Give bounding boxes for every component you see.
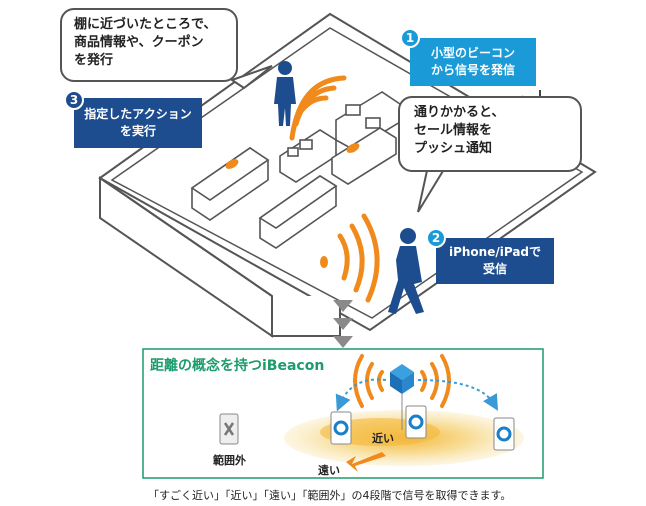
phone-near-2	[405, 405, 427, 439]
step-3-number: 3	[64, 90, 84, 110]
step-3-line: を実行	[119, 124, 156, 138]
step-2-number: 2	[426, 228, 446, 248]
ibeacon-title: 距離の概念を持つiBeacon	[150, 358, 325, 374]
beacon-dots	[225, 143, 360, 268]
far-arrow	[346, 452, 386, 472]
bubble-line: 商品情報や、クーポン	[74, 35, 204, 50]
label-near: 近い	[372, 432, 394, 445]
beacon-cube	[390, 364, 414, 430]
signal-waves-store	[289, 75, 380, 303]
person-top	[274, 61, 296, 126]
step-1-box: 小型のビーコン から信号を発信	[410, 38, 536, 86]
flow-arrows	[333, 300, 353, 348]
phone-far	[493, 417, 515, 451]
step-2-line: iPhone/iPadで	[448, 245, 542, 259]
step-3-box: 指定したアクション を実行	[74, 98, 202, 148]
caption: 「すごく近い」「近い」「遠い」「範囲外」の4段階で信号を取得できます。	[148, 489, 512, 502]
phone-near-1	[330, 411, 352, 445]
label-far: 遠い	[318, 464, 340, 477]
step-1-line: から信号を発信	[430, 63, 515, 77]
bubble-line: を発行	[74, 53, 114, 68]
step-1-line: 小型のビーコン	[430, 46, 515, 60]
label-out-of-range: 範囲外	[213, 454, 246, 467]
step-3-line: 指定したアクション	[84, 107, 192, 121]
person-walking	[388, 228, 424, 314]
step-2-box: iPhone/iPadで 受信	[436, 238, 554, 284]
bubble-shelf-coupon: 棚に近づいたところで、 商品情報や、クーポン を発行	[60, 8, 238, 82]
phone-out-of-range	[219, 413, 239, 445]
bubble-tail-top	[229, 65, 273, 90]
step-2-line: 受信	[482, 262, 507, 276]
bubble-line: プッシュ通知	[414, 141, 493, 156]
bubble-line: 通りかかると、	[414, 105, 505, 120]
step-1-number: 1	[400, 28, 420, 48]
store-shelves	[190, 91, 401, 249]
bubble-line: セール情報を	[414, 123, 493, 138]
bubble-push-notification: 通りかかると、 セール情報を プッシュ通知	[398, 96, 582, 172]
bubble-line: 棚に近づいたところで、	[74, 17, 217, 32]
proximity-arrows	[335, 378, 499, 412]
